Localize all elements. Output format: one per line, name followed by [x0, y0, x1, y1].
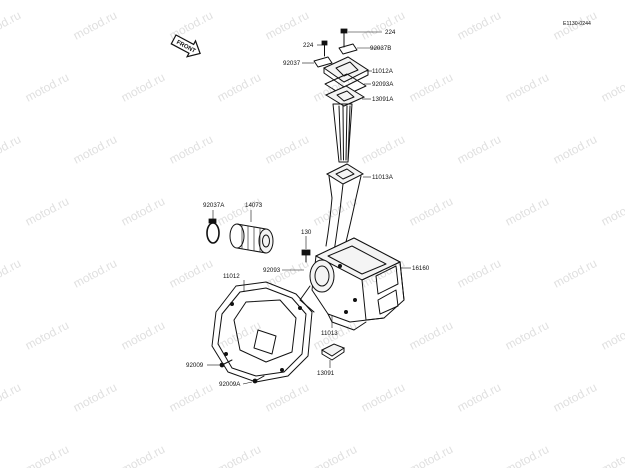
- label-92037: 92037: [283, 60, 301, 67]
- watermark-text: motod.ru: [551, 132, 599, 167]
- watermark-text: motod.ru: [119, 70, 167, 105]
- watermark-text: motod.ru: [71, 256, 119, 291]
- air-box-16160: [299, 237, 405, 331]
- watermark-text: motod.ru: [263, 380, 311, 415]
- clamp-92037a: [206, 218, 220, 244]
- label-11013a: 11013A: [372, 174, 394, 181]
- screw-92009a: [252, 375, 265, 384]
- watermark-text: motod.ru: [551, 256, 599, 291]
- watermark-text: motod.ru: [263, 132, 311, 167]
- watermark-text: motod.ru: [359, 8, 407, 43]
- label-11012a: 11012A: [372, 68, 394, 75]
- watermark-text: motod.ru: [599, 318, 625, 353]
- watermark-text: motod.ru: [71, 8, 119, 43]
- watermark-text: motod.ru: [263, 8, 311, 43]
- watermark-text: motod.ru: [311, 194, 359, 229]
- label-92093: 92093: [263, 267, 281, 274]
- label-16160: 16160: [412, 265, 430, 272]
- watermark-text: motod.ru: [0, 132, 23, 167]
- label-92009a: 92009A: [219, 381, 241, 388]
- watermark-text: motod.ru: [407, 70, 455, 105]
- watermark-text: motod.ru: [311, 442, 359, 468]
- watermark-text: motod.ru: [551, 380, 599, 415]
- watermark-text: motod.ru: [167, 132, 215, 167]
- watermark-text: motod.ru: [0, 8, 23, 43]
- watermark-text: motod.ru: [455, 380, 503, 415]
- watermark-text: motod.ru: [23, 70, 71, 105]
- label-92037a: 92037A: [203, 202, 225, 209]
- watermark-text: motod.ru: [503, 318, 551, 353]
- label-14073: 14073: [245, 202, 263, 209]
- watermark-text: motod.ru: [599, 70, 625, 105]
- watermark-text: motod.ru: [119, 318, 167, 353]
- watermark-text: motod.ru: [599, 442, 625, 468]
- watermark-text: motod.ru: [455, 256, 503, 291]
- watermark-text: motod.ru: [0, 380, 23, 415]
- clamp-92037: [313, 56, 333, 68]
- watermark-text: motod.ru: [455, 132, 503, 167]
- watermark-text: motod.ru: [599, 194, 625, 229]
- watermark-text: motod.ru: [23, 318, 71, 353]
- rubber-boot: [332, 103, 353, 163]
- watermark-text: motod.ru: [407, 194, 455, 229]
- watermark-text: motod.ru: [359, 380, 407, 415]
- watermark-text: motod.ru: [119, 194, 167, 229]
- label-130: 130: [301, 229, 312, 236]
- watermark-text: motod.ru: [503, 442, 551, 468]
- watermark-text: motod.ru: [23, 194, 71, 229]
- watermark-text: motod.ru: [167, 256, 215, 291]
- label-11012: 11012: [223, 273, 240, 280]
- label-13091a: 13091A: [372, 96, 394, 103]
- plate-13091a: [324, 85, 366, 107]
- watermark-text: motod.ru: [407, 318, 455, 353]
- bolt-224-top: [340, 28, 348, 48]
- watermark-text: motod.ru: [167, 380, 215, 415]
- watermark-text: motod.ru: [71, 132, 119, 167]
- label-92093a: 92093A: [372, 81, 394, 88]
- diagram-code: E1130-0244: [563, 21, 591, 27]
- label-11013: 11013: [321, 330, 338, 337]
- label-92009: 92009: [186, 362, 204, 369]
- cap-11012a: [322, 56, 370, 88]
- label-224-top: 224: [385, 29, 396, 36]
- screw-92009: [219, 359, 233, 368]
- pad-13091: [320, 343, 346, 361]
- side-cover-11012: [211, 281, 313, 383]
- watermark-text: motod.ru: [119, 442, 167, 468]
- watermark-text: motod.ru: [215, 442, 263, 468]
- clamp-92037b: [338, 43, 358, 55]
- watermark-text: motod.ru: [359, 132, 407, 167]
- watermark-text: motod.ru: [503, 70, 551, 105]
- watermark-text: motod.ru: [215, 194, 263, 229]
- watermark-text: motod.ru: [407, 442, 455, 468]
- watermark-text: motod.ru: [0, 256, 23, 291]
- watermark-text: motod.ru: [503, 194, 551, 229]
- watermark-text: motod.ru: [215, 70, 263, 105]
- label-13091: 13091: [317, 370, 335, 377]
- watermark-text: motod.ru: [71, 380, 119, 415]
- watermark-text: motod.ru: [455, 8, 503, 43]
- bolt-224-left: [321, 40, 328, 57]
- label-224-left: 224: [303, 42, 314, 49]
- screw-130: [301, 249, 311, 263]
- watermark-text: motod.ru: [23, 442, 71, 468]
- filter-14073: [229, 223, 274, 254]
- label-92037b: 92037B: [370, 45, 391, 52]
